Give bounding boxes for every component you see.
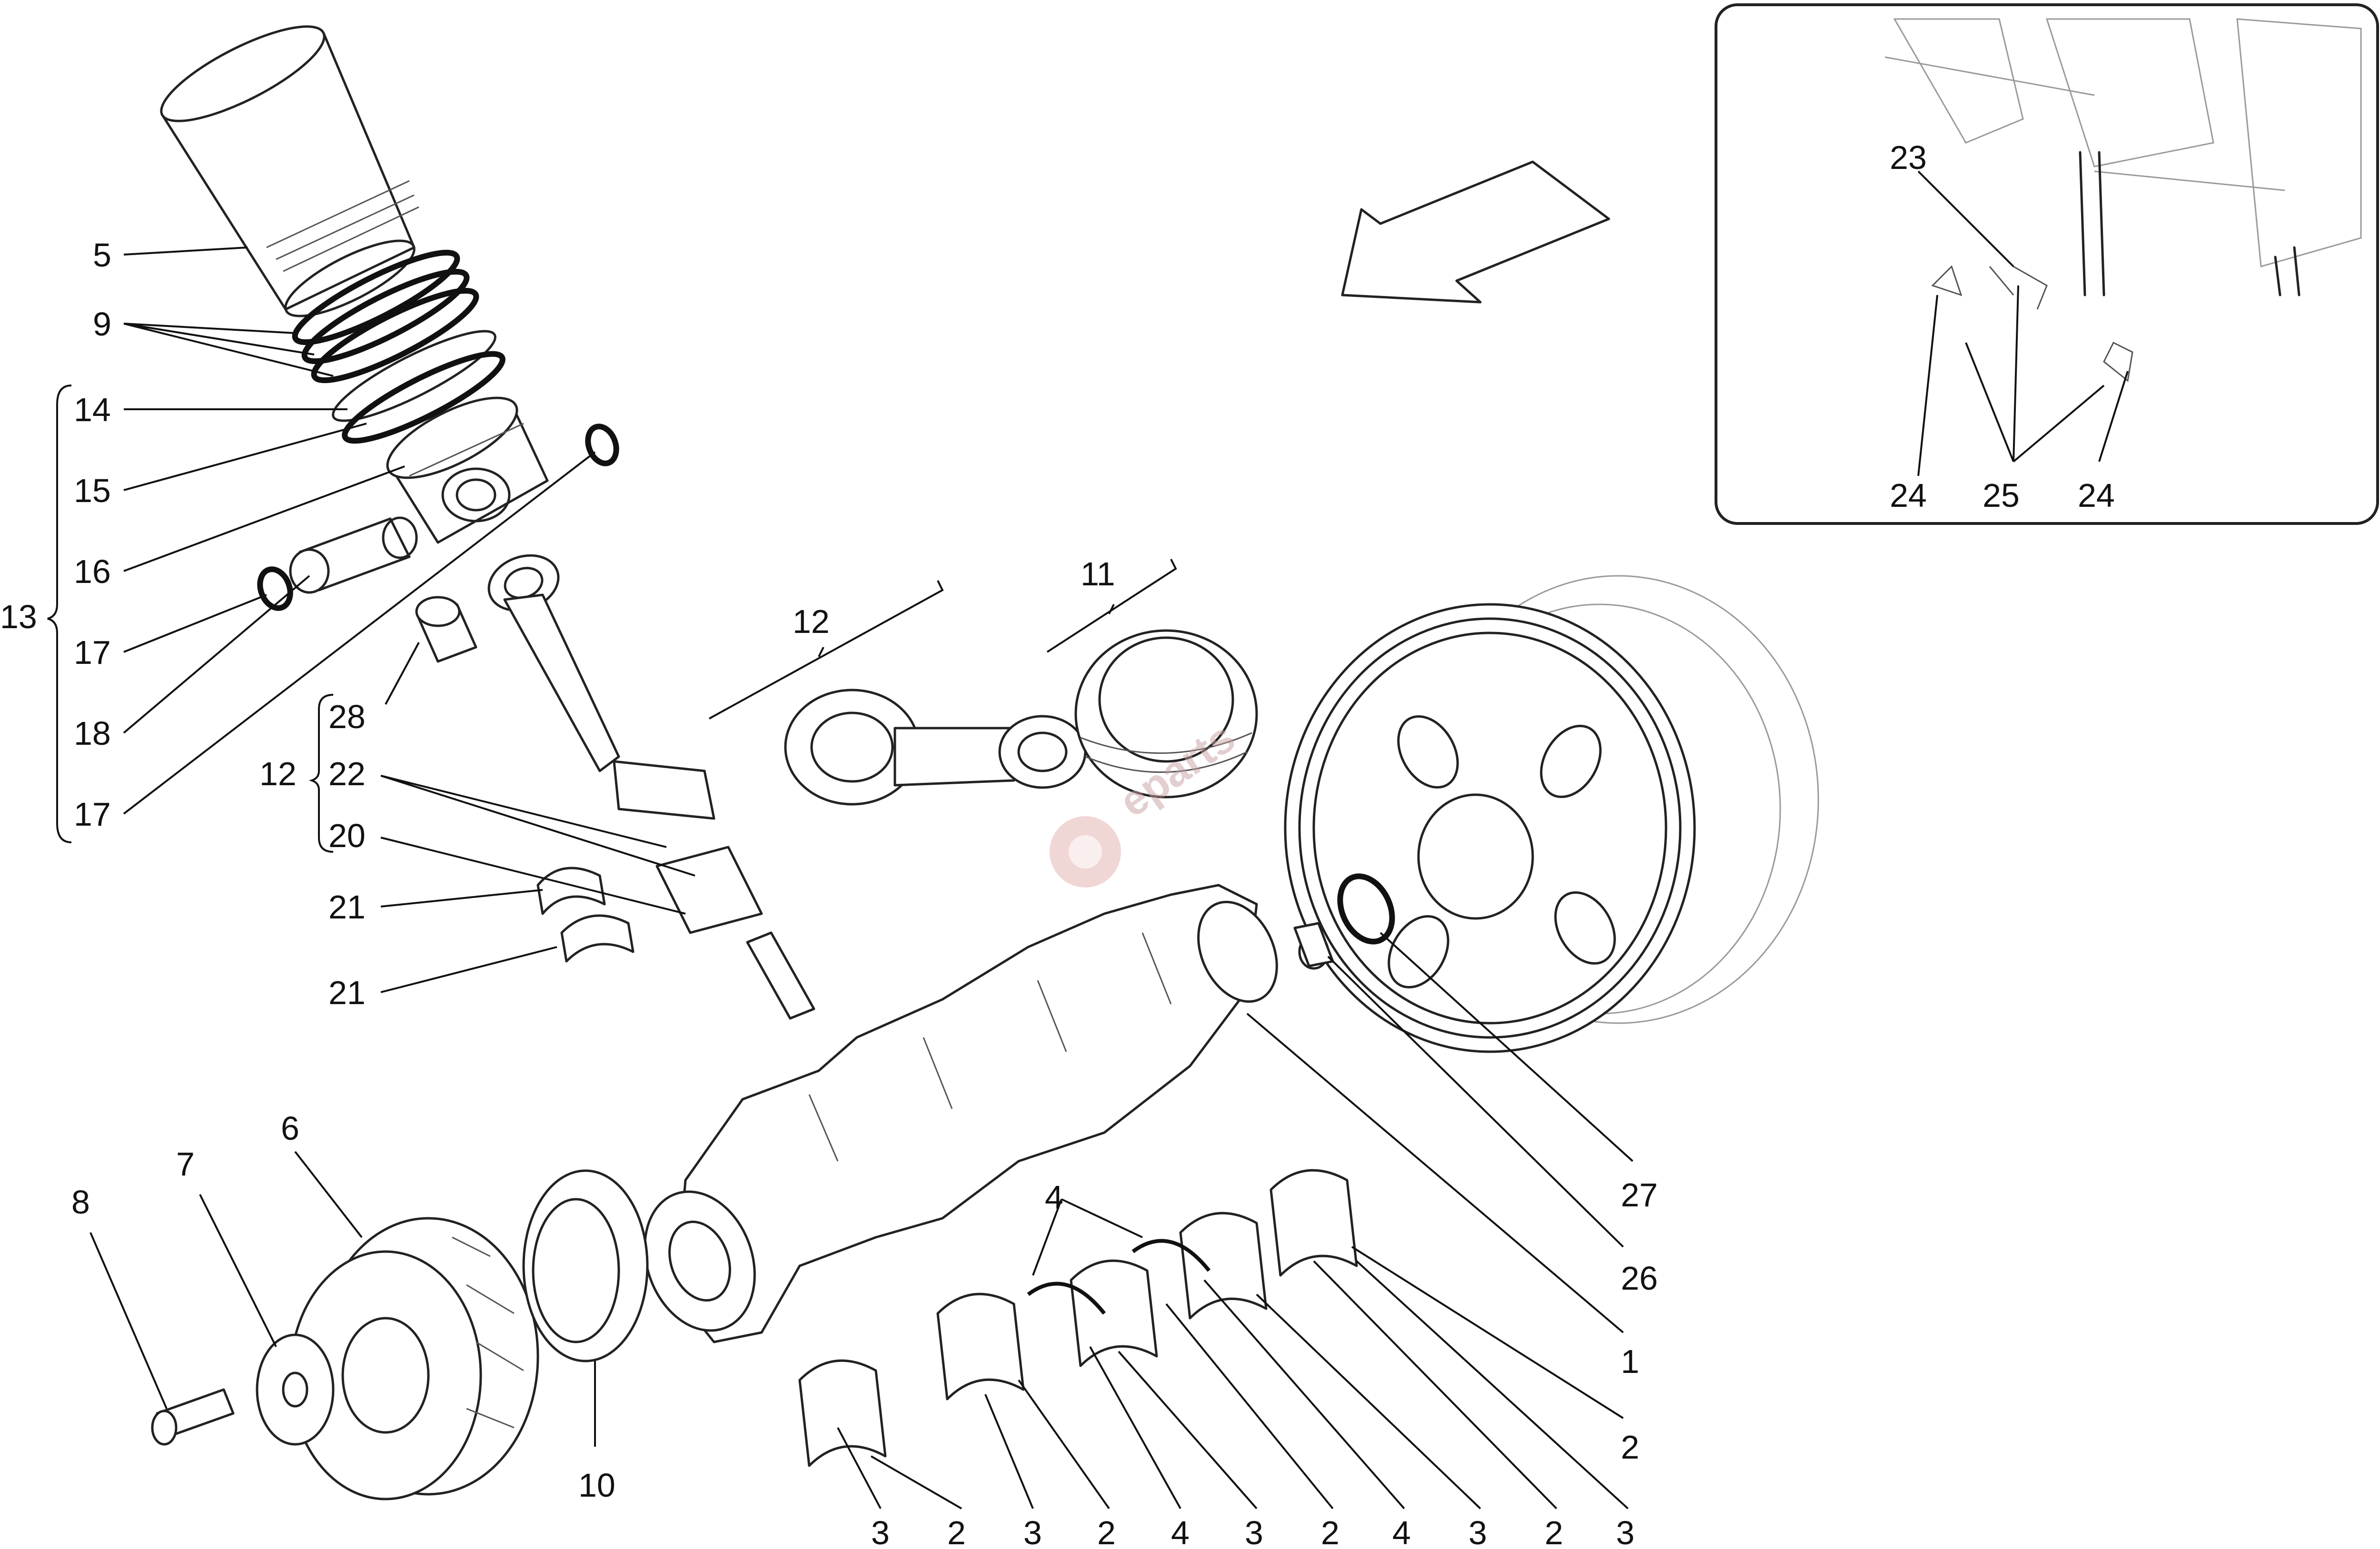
callout-1: 1 bbox=[1621, 1343, 1639, 1380]
callout-labels: 5 9 14 15 16 17 18 17 13 28 12 22 20 21 … bbox=[0, 139, 2115, 1549]
callout-21: 21 bbox=[328, 974, 366, 1011]
piston-assembled[interactable] bbox=[1074, 629, 1258, 799]
circlip-left[interactable] bbox=[255, 565, 295, 612]
callout-3: 3 bbox=[1023, 1514, 1042, 1549]
callout-9: 9 bbox=[93, 306, 111, 343]
callout-3: 3 bbox=[1468, 1514, 1487, 1549]
connecting-rod-assembled[interactable] bbox=[784, 689, 1087, 806]
main-bearing-5[interactable] bbox=[1269, 1169, 1358, 1277]
callout-24: 24 bbox=[2078, 477, 2115, 514]
callout-15: 15 bbox=[74, 472, 111, 509]
pulley-washer[interactable] bbox=[256, 1333, 335, 1446]
callout-14: 14 bbox=[74, 391, 111, 428]
callout-20: 20 bbox=[328, 817, 366, 854]
callout-17: 17 bbox=[74, 634, 111, 671]
callout-22: 22 bbox=[328, 755, 366, 792]
callout-10: 10 bbox=[578, 1467, 615, 1504]
circlip-right[interactable] bbox=[583, 423, 621, 467]
callout-26: 26 bbox=[1621, 1260, 1658, 1297]
main-bearing-2[interactable] bbox=[936, 1292, 1025, 1401]
callout-25: 25 bbox=[1983, 477, 2020, 514]
crankshaft[interactable] bbox=[626, 884, 1292, 1346]
spigot-bearing[interactable] bbox=[1293, 922, 1334, 970]
callout-4: 4 bbox=[1392, 1514, 1411, 1549]
callout-28: 28 bbox=[328, 698, 366, 735]
leader-lines bbox=[47, 170, 2129, 1510]
callout-4: 4 bbox=[1045, 1179, 1063, 1216]
callout-3: 3 bbox=[871, 1514, 890, 1549]
callout-27: 27 bbox=[1621, 1176, 1658, 1214]
callout-6: 6 bbox=[281, 1110, 299, 1147]
callout-12: 12 bbox=[259, 755, 297, 792]
piston-rings[interactable] bbox=[287, 238, 511, 454]
front-seal[interactable] bbox=[522, 1169, 649, 1362]
small-end-bush[interactable] bbox=[415, 596, 477, 663]
callout-2: 2 bbox=[1321, 1514, 1339, 1549]
main-bearing-3[interactable] bbox=[1070, 1259, 1158, 1367]
callout-23: 23 bbox=[1890, 139, 1927, 176]
crankshaft-pulley[interactable] bbox=[289, 1217, 539, 1500]
piston-pin[interactable] bbox=[289, 516, 418, 594]
callout-2: 2 bbox=[947, 1514, 966, 1549]
main-bearing-4[interactable] bbox=[1179, 1212, 1268, 1320]
thrust-washer-1[interactable] bbox=[1027, 1282, 1106, 1315]
callout-13: 13 bbox=[0, 598, 37, 635]
callout-4: 4 bbox=[1171, 1514, 1190, 1549]
callout-2: 2 bbox=[1545, 1514, 1563, 1549]
callout-17: 17 bbox=[74, 796, 111, 833]
callout-8: 8 bbox=[71, 1184, 90, 1221]
piston[interactable] bbox=[377, 382, 549, 544]
callout-3: 3 bbox=[1616, 1514, 1635, 1549]
direction-arrow-icon bbox=[1341, 160, 1610, 304]
pulley-bolt[interactable] bbox=[151, 1388, 235, 1446]
callout-5: 5 bbox=[93, 237, 111, 274]
callout-16: 16 bbox=[74, 553, 111, 590]
flywheel[interactable] bbox=[1284, 575, 1819, 1053]
callout-24: 24 bbox=[1890, 477, 1927, 514]
detail-inset bbox=[1715, 3, 2379, 525]
callout-2: 2 bbox=[1097, 1514, 1116, 1549]
cylinder-liner[interactable] bbox=[150, 10, 423, 330]
callout-21: 21 bbox=[328, 888, 366, 926]
thrust-washer-2[interactable] bbox=[1131, 1239, 1211, 1272]
conrod-bearing-shell-upper[interactable] bbox=[536, 867, 606, 915]
callout-18: 18 bbox=[74, 715, 111, 752]
callout-2: 2 bbox=[1621, 1429, 1639, 1466]
connecting-rod-exploded[interactable] bbox=[481, 546, 815, 1020]
callout-11: 11 bbox=[1081, 555, 1115, 592]
rear-seal[interactable] bbox=[1330, 868, 1402, 950]
conrod-bearing-shell-lower[interactable] bbox=[560, 914, 635, 963]
callout-7: 7 bbox=[176, 1145, 195, 1183]
main-bearing-1[interactable] bbox=[798, 1359, 887, 1467]
callout-3: 3 bbox=[1245, 1514, 1263, 1549]
callout-12: 12 bbox=[793, 603, 830, 640]
